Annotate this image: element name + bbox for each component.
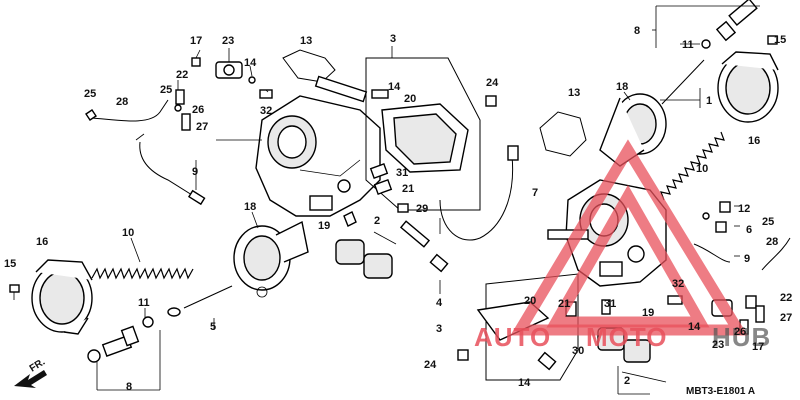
- callout: 22: [176, 69, 188, 81]
- needle-holder-left: [87, 316, 161, 391]
- callout: 24: [486, 77, 499, 89]
- callout: 7: [532, 187, 538, 199]
- callout: 20: [524, 295, 536, 307]
- callout: 6: [746, 224, 752, 236]
- callout: 10: [696, 163, 708, 175]
- callout: 29: [416, 203, 428, 215]
- watermark-text-3: HUB: [712, 322, 771, 352]
- callout: 3: [390, 33, 396, 45]
- callout: 30: [572, 345, 584, 357]
- callout: 10: [122, 227, 134, 239]
- callout: 19: [642, 307, 654, 319]
- carb-cover-right: [717, 51, 779, 123]
- jet-32-left: [248, 76, 273, 99]
- callout: 11: [138, 297, 150, 309]
- screw-15-left: [9, 284, 20, 300]
- callout: 28: [766, 236, 778, 248]
- callout: 14: [388, 81, 401, 93]
- callout: 16: [748, 135, 760, 147]
- callout: 14: [518, 377, 531, 389]
- watermark-text-2: MOTO: [586, 322, 668, 352]
- callout: 24: [424, 359, 437, 371]
- hose-28-right: [761, 237, 791, 271]
- callout: 9: [192, 166, 198, 178]
- callout: 31: [396, 167, 408, 179]
- callout: 23: [222, 35, 234, 47]
- callout: 28: [116, 96, 128, 108]
- cable-9-right: [693, 243, 731, 263]
- callout: 2: [374, 215, 380, 227]
- callout: 17: [752, 341, 764, 353]
- gasket-13-left: [282, 49, 336, 83]
- callout: 22: [780, 292, 792, 304]
- carb-body-left: [255, 75, 381, 217]
- callout: 15: [774, 34, 786, 46]
- cable-9-left: [135, 133, 206, 206]
- callout: 17: [190, 35, 202, 47]
- callout: 20: [404, 93, 416, 105]
- callout: 2: [624, 375, 630, 387]
- callouts: 1 2 2 3 3 4 5 6 7 8 8 9 9 10 10 11 11 12…: [4, 25, 792, 393]
- callout: 27: [780, 312, 792, 324]
- watermark-logo: AUTO MOTO HUB: [474, 139, 771, 352]
- jet-needle-left: [167, 285, 233, 317]
- callout: 32: [260, 105, 272, 117]
- jets-center: [369, 163, 409, 213]
- callout: 18: [616, 81, 628, 93]
- needle-holder-right: [655, 0, 760, 49]
- tube-7: [439, 155, 514, 241]
- vacuum-piston-left: [233, 220, 309, 298]
- callout: 26: [734, 326, 746, 338]
- callout: 15: [4, 258, 16, 270]
- hose-28-left: [91, 99, 169, 122]
- gasket-13-right: [539, 111, 587, 157]
- callout: 8: [634, 25, 640, 37]
- callout: 25: [762, 216, 774, 228]
- callout: 14: [244, 57, 257, 69]
- callout: 16: [36, 236, 48, 248]
- callout: 31: [604, 298, 616, 310]
- screw-24-mid: [485, 95, 497, 107]
- front-direction-arrow: FR.: [14, 357, 47, 388]
- spring-10-right: [660, 131, 725, 201]
- callout: 4: [436, 297, 443, 309]
- callout: 13: [300, 35, 312, 47]
- watermark-text-1: AUTO: [474, 322, 551, 352]
- spring-10-left: [91, 267, 194, 280]
- callout: 8: [126, 381, 132, 393]
- float-assembly-left: [335, 211, 449, 279]
- clip-25-left: [85, 109, 97, 121]
- diagram-code: MBT3-E1801 A: [686, 386, 755, 397]
- callout: 13: [568, 87, 580, 99]
- callout: 25: [84, 88, 96, 100]
- screw-15-right: [767, 35, 778, 45]
- small-parts-left: [174, 80, 191, 131]
- jet-needle-right: [661, 59, 705, 105]
- small-parts-right: [702, 201, 731, 233]
- carb-cover-left: [31, 259, 93, 335]
- callout: 21: [402, 183, 414, 195]
- tube-7-end: [507, 145, 519, 161]
- callout: 5: [210, 321, 216, 333]
- callout: 23: [712, 339, 724, 351]
- callout: 9: [744, 253, 750, 265]
- callout: 12: [738, 203, 750, 215]
- callout: 25: [160, 84, 172, 96]
- float-chamber-upper: [365, 57, 481, 211]
- callout: 1: [706, 95, 712, 107]
- leader-lines: [130, 29, 740, 330]
- callout: 11: [682, 39, 694, 51]
- callout: 3: [436, 323, 442, 335]
- callout: 26: [192, 104, 204, 116]
- callout: 18: [244, 201, 256, 213]
- callout: 32: [672, 278, 684, 290]
- callout: 19: [318, 220, 330, 232]
- callout: 27: [196, 121, 208, 133]
- callout: 14: [688, 321, 701, 333]
- switch-23: [191, 57, 243, 79]
- callout: 21: [558, 298, 570, 310]
